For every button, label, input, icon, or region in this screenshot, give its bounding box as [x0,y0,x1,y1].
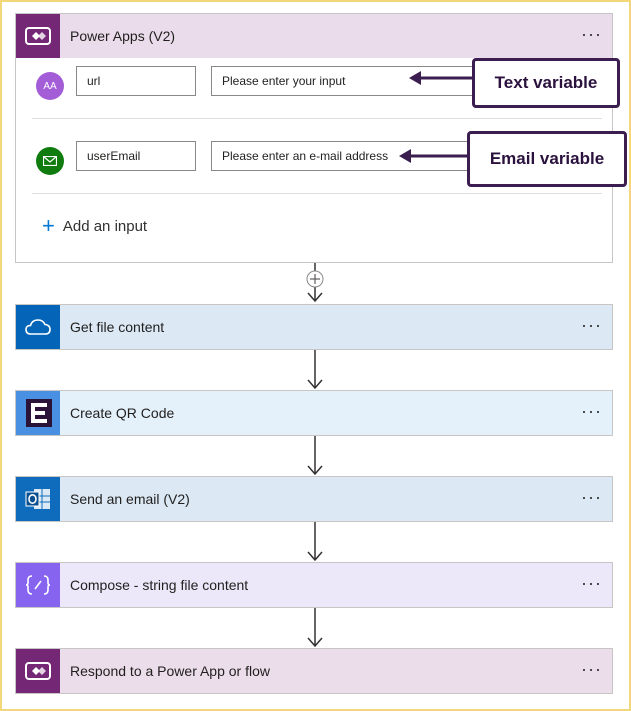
more-options-button[interactable]: ··· [581,315,602,335]
connector-arrow [307,522,323,562]
trigger-card-power-apps: Power Apps (V2) ··· AA url Please enter … [15,13,613,263]
more-options-button[interactable]: ··· [581,659,602,679]
step-respond-to-power-app[interactable]: Respond to a Power App or flow ··· [15,648,613,694]
more-options-button[interactable]: ··· [581,573,602,593]
connector-arrow [307,608,323,648]
text-type-icon: AA [36,72,64,100]
step-compose[interactable]: Compose - string file content ··· [15,562,613,608]
connector-arrow [307,350,323,390]
divider [32,193,602,194]
connector-arrow [307,436,323,476]
insert-step-connector [306,263,324,303]
step-get-file-content[interactable]: Get file content ··· [15,304,613,350]
power-apps-icon [16,649,60,693]
more-options-button[interactable]: ··· [581,487,602,507]
step-title: Get file content [70,319,165,335]
callout-arrow-email [399,149,473,163]
email-icon [36,147,64,175]
input-name-field-useremail[interactable]: userEmail [76,141,196,171]
trigger-input-row-url: AA url Please enter your input [32,66,596,106]
step-title: Create QR Code [70,405,175,421]
qr-code-service-icon [16,391,60,435]
step-create-qr-code[interactable]: Create QR Code ··· [15,390,613,436]
step-title: Send an email (V2) [70,491,190,507]
more-options-button[interactable]: ··· [581,24,602,44]
callout-email-variable-label: Email variable [489,149,605,168]
step-title: Compose - string file content [70,577,249,593]
compose-icon [16,563,60,607]
trigger-title: Power Apps (V2) [70,28,176,44]
more-options-button[interactable]: ··· [581,401,602,421]
step-title: Respond to a Power App or flow [70,663,271,679]
divider [32,118,602,119]
outlook-icon [16,477,60,521]
input-name-field-url[interactable]: url [76,66,196,96]
add-an-input-label: Add an input [62,217,148,235]
add-an-input-button[interactable]: + Add an input [42,213,148,238]
plus-icon: + [42,213,55,238]
callout-text-variable-label: Text variable [494,73,598,92]
step-send-an-email[interactable]: Send an email (V2) ··· [15,476,613,522]
callout-text-variable: Text variable [472,58,620,108]
callout-email-variable: Email variable [467,131,627,187]
trigger-header[interactable]: Power Apps (V2) ··· [16,14,612,58]
power-apps-icon [16,14,60,58]
onedrive-icon [16,305,60,349]
input-description-field-url[interactable]: Please enter your input [211,66,473,96]
text-type-icon-glyph: AA [43,80,57,92]
